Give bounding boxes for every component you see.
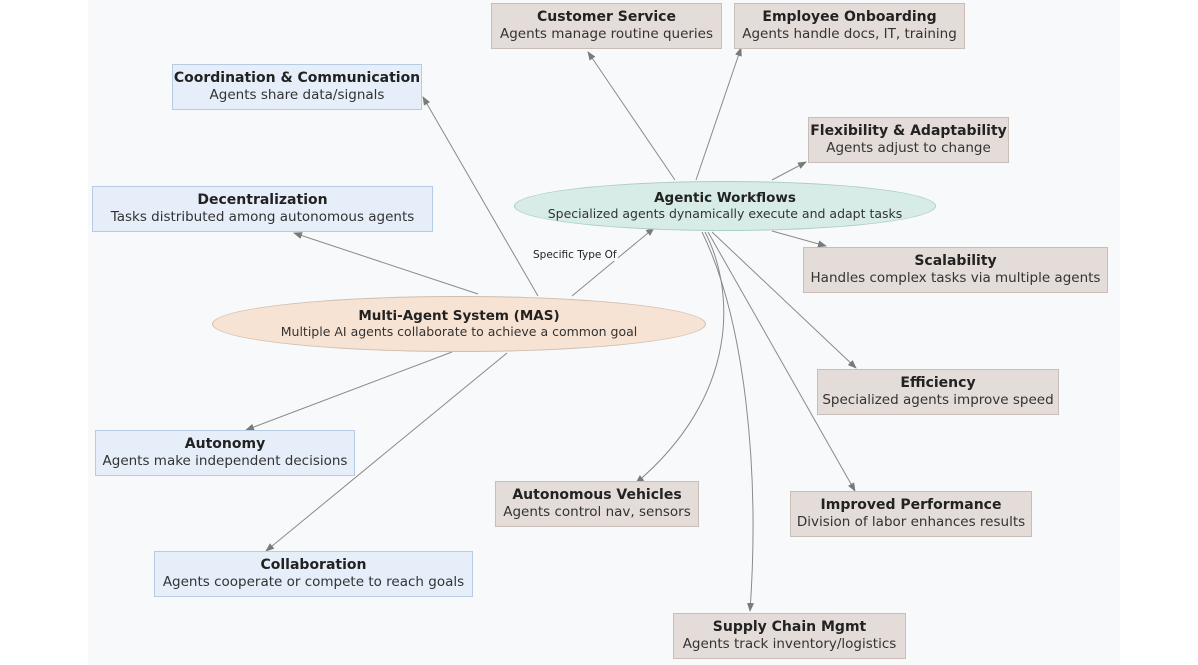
edge-aw-customer-service [587, 51, 676, 181]
node-mas-title: Multi-Agent System (MAS) [358, 308, 560, 324]
node-coordination-title: Coordination & Communication [173, 70, 421, 86]
node-flexibility[interactable]: Flexibility & Adaptability Agents adjust… [808, 117, 1009, 163]
node-flexibility-subtitle: Agents adjust to change [826, 140, 991, 156]
node-autonomous-vehicles-title: Autonomous Vehicles [512, 487, 682, 503]
edge-aw-flexibility [771, 161, 807, 181]
node-autonomy-title: Autonomy [184, 436, 266, 452]
node-efficiency-subtitle: Specialized agents improve speed [822, 392, 1054, 408]
node-collaboration-title: Collaboration [260, 557, 367, 573]
node-supply-chain-title: Supply Chain Mgmt [712, 619, 867, 635]
node-coordination[interactable]: Coordination & Communication Agents shar… [172, 64, 422, 110]
edge-aw-improved-performance [707, 231, 856, 492]
node-autonomy-subtitle: Agents make independent decisions [102, 453, 348, 469]
node-improved-performance-subtitle: Division of labor enhances results [796, 514, 1026, 530]
node-autonomous-vehicles-subtitle: Agents control nav, sensors [503, 504, 691, 520]
edge-aw-supply-chain [701, 231, 755, 612]
node-decentralization[interactable]: Decentralization Tasks distributed among… [92, 186, 433, 232]
edge-aw-employee-onboarding [695, 47, 742, 181]
edge-mas-collaboration [265, 352, 508, 552]
edge-label-specific-type-of: Specific Type Of [532, 249, 618, 261]
node-collaboration-subtitle: Agents cooperate or compete to reach goa… [162, 574, 465, 590]
node-employee-onboarding[interactable]: Employee Onboarding Agents handle docs, … [734, 3, 965, 49]
node-employee-onboarding-subtitle: Agents handle docs, IT, training [742, 26, 957, 42]
node-customer-service-title: Customer Service [537, 9, 676, 25]
edge-mas-coordination [422, 96, 539, 297]
node-improved-performance-title: Improved Performance [820, 497, 1002, 513]
node-scalability-title: Scalability [914, 253, 997, 269]
node-efficiency[interactable]: Efficiency Specialized agents improve sp… [817, 369, 1059, 415]
node-agentic-workflows[interactable]: Agentic Workflows Specialized agents dyn… [514, 181, 936, 231]
edge-mas-autonomy [245, 351, 453, 431]
node-efficiency-title: Efficiency [900, 375, 976, 391]
node-agentic-workflows-title: Agentic Workflows [654, 190, 796, 206]
node-employee-onboarding-title: Employee Onboarding [762, 9, 937, 25]
node-decentralization-subtitle: Tasks distributed among autonomous agent… [110, 209, 415, 225]
node-improved-performance[interactable]: Improved Performance Division of labor e… [790, 491, 1032, 537]
node-coordination-subtitle: Agents share data/signals [209, 87, 385, 103]
edge-mas-agentic-workflows [571, 227, 655, 297]
node-autonomous-vehicles[interactable]: Autonomous Vehicles Agents control nav, … [495, 481, 699, 527]
node-decentralization-title: Decentralization [197, 192, 328, 208]
edge-aw-efficiency [711, 231, 857, 369]
node-supply-chain-subtitle: Agents track inventory/logistics [682, 636, 897, 652]
node-scalability[interactable]: Scalability Handles complex tasks via mu… [803, 247, 1108, 293]
edge-mas-decentralization [293, 232, 479, 295]
node-flexibility-title: Flexibility & Adaptability [810, 123, 1007, 139]
node-autonomy[interactable]: Autonomy Agents make independent decisio… [95, 430, 355, 476]
node-collaboration[interactable]: Collaboration Agents cooperate or compet… [154, 551, 473, 597]
node-scalability-subtitle: Handles complex tasks via multiple agent… [810, 270, 1101, 286]
node-multi-agent-system[interactable]: Multi-Agent System (MAS) Multiple AI age… [212, 296, 706, 352]
node-agentic-workflows-subtitle: Specialized agents dynamically execute a… [547, 206, 903, 221]
node-customer-service[interactable]: Customer Service Agents manage routine q… [491, 3, 722, 49]
node-supply-chain[interactable]: Supply Chain Mgmt Agents track inventory… [673, 613, 906, 659]
node-customer-service-subtitle: Agents manage routine queries [499, 26, 714, 42]
edge-aw-autonomous-vehicles [635, 231, 725, 484]
node-mas-subtitle: Multiple AI agents collaborate to achiev… [280, 324, 638, 339]
edge-aw-scalability [771, 230, 827, 248]
